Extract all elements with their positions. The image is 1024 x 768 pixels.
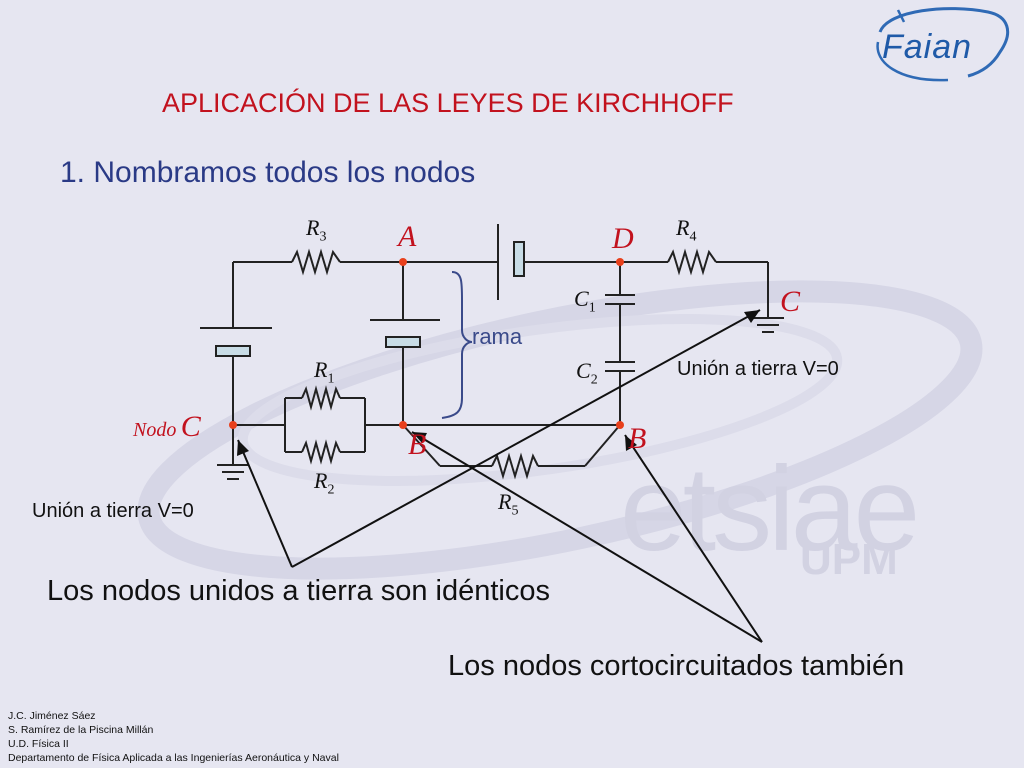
note-ground-identical: Los nodos unidos a tierra son idénticos	[47, 575, 550, 607]
node-d-dot	[616, 258, 624, 266]
resistor-r4	[667, 248, 717, 276]
page-title: APLICACIÓN DE LAS LEYES DE KIRCHHOFF	[162, 88, 734, 118]
label-r2-sub: 2	[327, 482, 335, 498]
arrowhead-c-left	[237, 440, 249, 456]
capacitor-c2	[605, 361, 635, 372]
label-r5: R5	[498, 489, 518, 519]
label-r5-sub: 5	[511, 503, 519, 519]
watermark-upm: UPM	[800, 535, 898, 584]
credits-line-2: S. Ramírez de la Piscina Millán	[8, 724, 154, 736]
label-r3-sub: 3	[319, 229, 327, 245]
node-b-left-dot	[399, 421, 407, 429]
ground-left-label: Unión a tierra V=0	[32, 500, 194, 522]
resistor-r5	[491, 452, 539, 480]
arrow-to-node-c-left	[237, 309, 761, 568]
ground-left-symbol	[217, 464, 249, 480]
node-label-d: D	[612, 222, 634, 255]
node-label-b-right: B	[628, 422, 647, 455]
label-r2-base: R	[314, 468, 328, 493]
arrow-shortcircuit	[411, 431, 763, 643]
label-r4-sub: 4	[689, 229, 697, 245]
node-label-b-left: B	[408, 428, 427, 461]
node-c-left-dot	[229, 421, 237, 429]
label-c2-sub: 2	[590, 372, 598, 388]
capacitor-c1	[605, 294, 635, 305]
faian-logo-text: Faian	[882, 28, 973, 66]
label-c2: C2	[576, 358, 598, 388]
label-r1: R1	[314, 357, 334, 387]
label-r4-base: R	[676, 215, 690, 240]
credits-line-1: J.C. Jiménez Sáez	[8, 710, 96, 722]
ground-right-symbol	[752, 317, 784, 333]
nodo-word: Nodo	[133, 419, 177, 441]
battery-top	[497, 224, 525, 300]
watermark-etsiae: etsiae	[620, 442, 920, 576]
section-heading: 1. Nombramos todos los nodos	[60, 156, 476, 189]
label-r3: R3	[306, 215, 326, 245]
nodo-letter-c: C	[180, 410, 201, 443]
label-c2-base: C	[576, 358, 591, 383]
node-label-c-right: C	[780, 285, 801, 318]
label-c1-sub: 1	[588, 300, 596, 316]
node-b-right-dot	[616, 421, 624, 429]
resistor-r2	[301, 439, 341, 465]
note-shortcircuit: Los nodos cortocircuitados también	[448, 650, 905, 682]
arrowhead-b-right	[625, 435, 637, 451]
arrowhead-b-left	[412, 432, 427, 443]
rama-label: rama	[472, 324, 523, 349]
resistor-r3	[291, 248, 341, 276]
credits-line-3: U.D. Física II	[8, 738, 69, 750]
label-c1-base: C	[574, 286, 589, 311]
label-r3-base: R	[306, 215, 320, 240]
label-r4: R4	[676, 215, 696, 245]
label-r1-sub: 1	[327, 371, 335, 387]
resistor-r1	[301, 385, 341, 411]
node-a-dot	[399, 258, 407, 266]
battery-left	[200, 327, 272, 357]
rama-brace	[441, 271, 473, 419]
label-r2: R2	[314, 468, 334, 498]
arrowhead-c-right	[744, 310, 760, 323]
node-label-c-left: Nodo C	[133, 410, 201, 444]
label-r1-base: R	[314, 357, 328, 382]
node-label-a: A	[398, 220, 417, 253]
faian-logo-swirl	[876, 7, 1010, 82]
label-r5-base: R	[498, 489, 512, 514]
ground-right-label: Unión a tierra V=0	[677, 358, 839, 380]
credits-line-4: Departamento de Física Aplicada a las In…	[8, 752, 339, 764]
battery-middle	[370, 319, 440, 348]
label-c1: C1	[574, 286, 596, 316]
credits: J.C. Jiménez Sáez S. Ramírez de la Pisci…	[8, 709, 339, 765]
